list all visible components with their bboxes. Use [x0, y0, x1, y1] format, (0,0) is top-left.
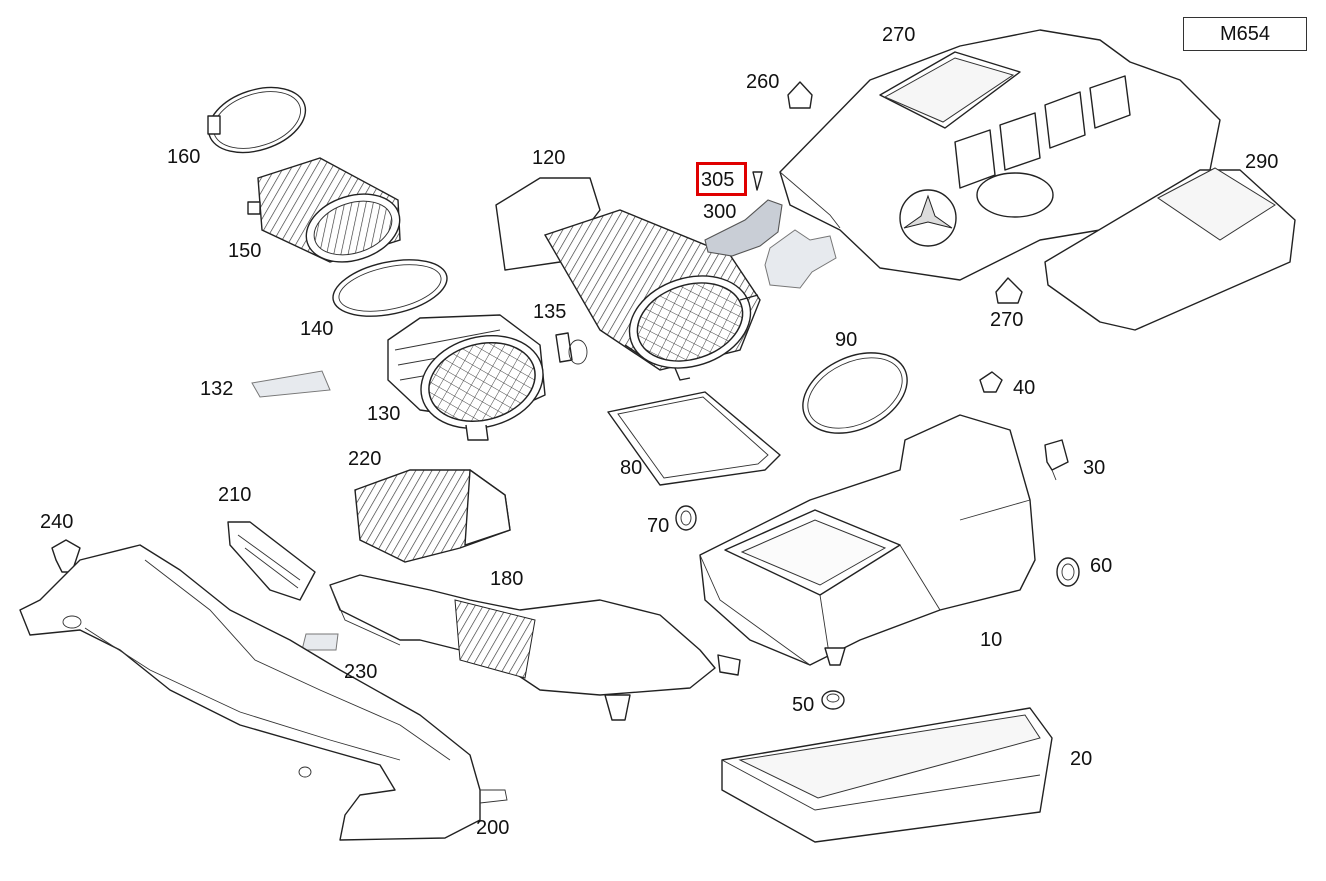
part-230-pad	[301, 633, 339, 651]
part-260-rubber-mount	[787, 81, 813, 109]
part-290-cover-panel	[1044, 167, 1296, 331]
part-140-seal-ring	[332, 259, 448, 317]
part-220-air-duct	[354, 469, 511, 563]
label-135: 135	[533, 301, 567, 323]
part-20-air-filter-element	[721, 707, 1053, 843]
part-80-seal	[607, 391, 781, 486]
part-132-label-plate	[251, 370, 331, 398]
part-70-grommet	[675, 505, 697, 531]
part-210-bracket	[227, 521, 316, 601]
label-80: 80	[620, 457, 643, 479]
part-40-clip	[979, 371, 1003, 393]
label-180: 180	[490, 568, 524, 590]
part-10-air-filter-housing	[699, 414, 1036, 666]
part-30-sensor	[1044, 439, 1069, 481]
part-60-grommet	[1056, 557, 1080, 587]
label-30: 30	[1083, 457, 1106, 479]
part-305-clip	[752, 171, 763, 191]
label-270: 270	[990, 309, 1024, 331]
label-10: 10	[980, 629, 1003, 651]
part-200-air-guide	[19, 544, 508, 841]
label-260: 260	[746, 71, 780, 93]
highlight-box	[696, 162, 747, 196]
label-150: 150	[228, 240, 262, 262]
label-40: 40	[1013, 377, 1036, 399]
part-270-rubber-mount	[995, 277, 1023, 304]
label-140: 140	[300, 318, 334, 340]
label-20: 20	[1070, 748, 1093, 770]
part-150-bellows	[247, 157, 401, 263]
label-250: 270	[882, 24, 916, 46]
part-120-intake-duct	[495, 177, 761, 381]
part-90-seal-ring	[802, 352, 908, 434]
label-70: 70	[647, 515, 670, 537]
model-code-box: M654	[1183, 17, 1307, 51]
part-180-intake-hose	[329, 574, 741, 721]
part-250-engine-cover	[779, 29, 1221, 281]
label-220: 220	[348, 448, 382, 470]
part-50-grommet	[821, 690, 845, 710]
part-135-clamp	[555, 332, 588, 365]
label-210: 210	[218, 484, 252, 506]
label-160: 160	[167, 146, 201, 168]
label-50: 50	[792, 694, 815, 716]
part-130-intake-duct	[387, 314, 546, 441]
label-120: 120	[532, 147, 566, 169]
label-200: 200	[476, 817, 510, 839]
part-160-hose-clamp	[207, 86, 307, 154]
part-300-bracket	[704, 199, 837, 289]
label-130: 130	[367, 403, 401, 425]
label-230: 230	[344, 661, 378, 683]
label-90: 90	[835, 329, 858, 351]
label-60: 60	[1090, 555, 1113, 577]
label-305: 305	[701, 169, 735, 191]
label-300: 300	[703, 201, 737, 223]
label-240: 240	[40, 511, 74, 533]
label-290: 290	[1245, 151, 1279, 173]
label-132: 132	[200, 378, 234, 400]
